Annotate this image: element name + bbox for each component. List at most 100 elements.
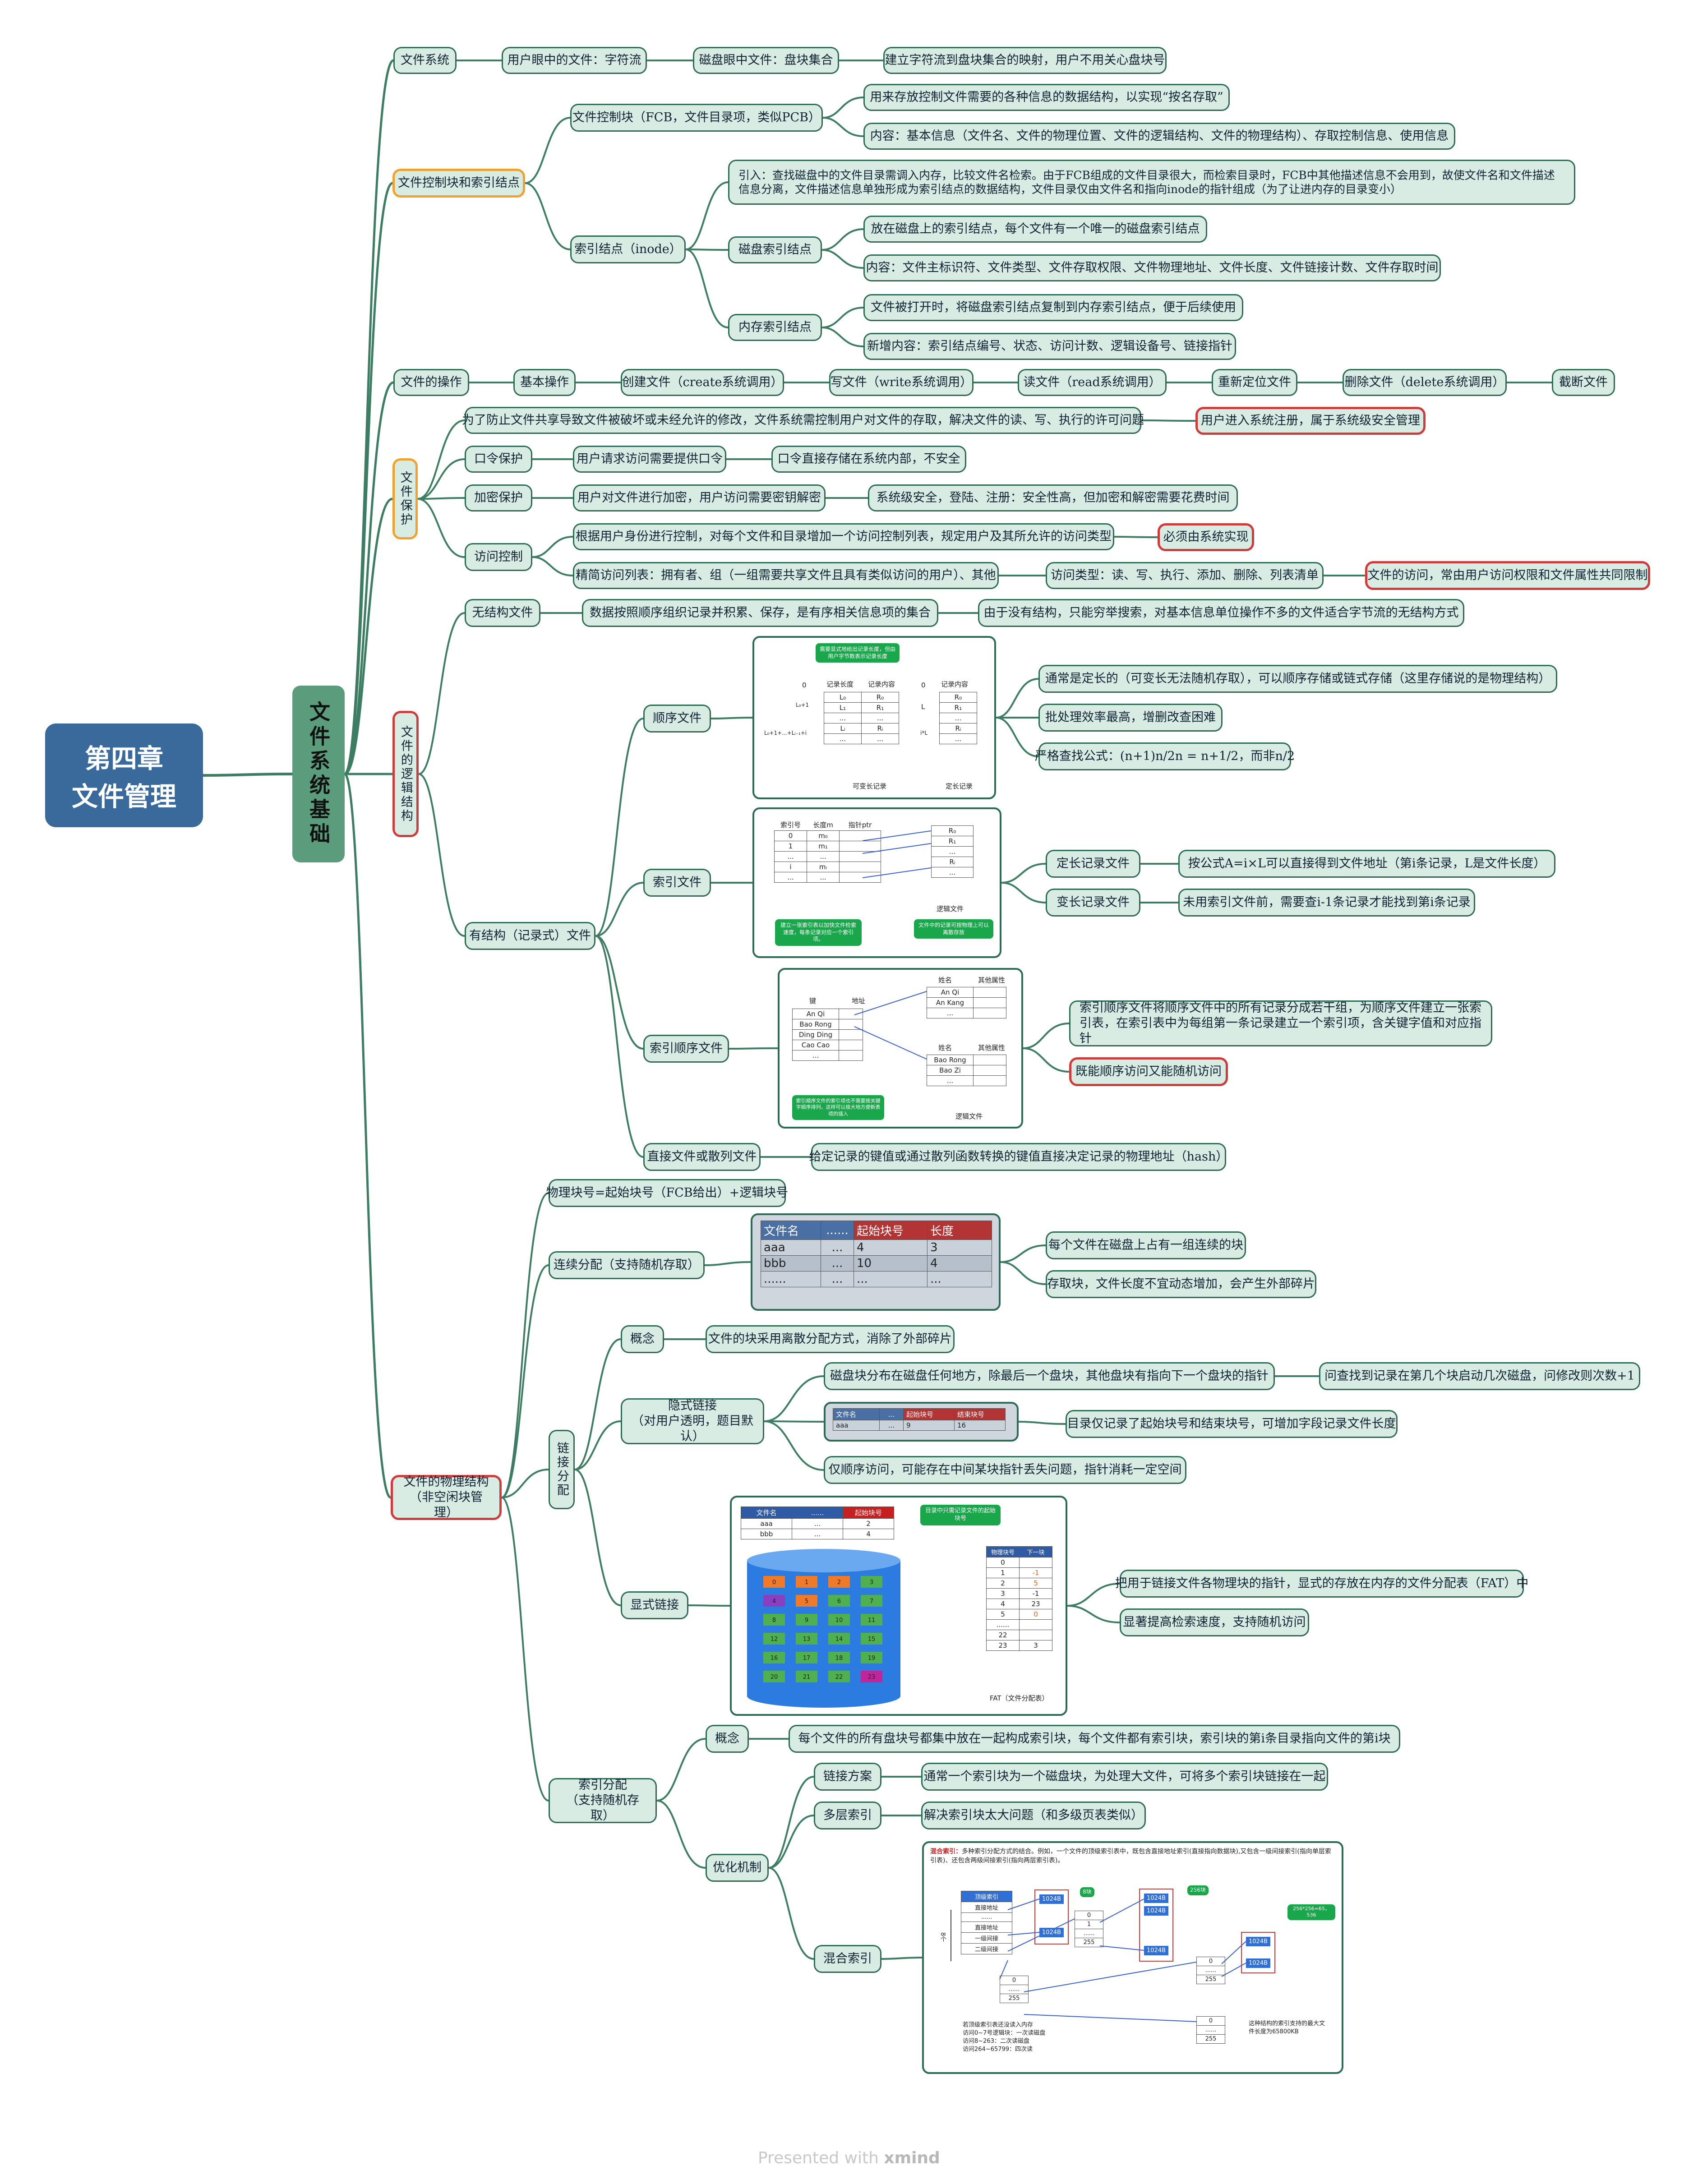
node-idx-var[interactable]: 变长记录文件 [1046,889,1140,917]
node-ops-basic[interactable]: 基本操作 [513,369,576,396]
node-hash-1[interactable]: 给定记录的键值或通过散列函数转换的键值直接决定记录的物理地址（hash） [809,1143,1228,1171]
node-impl-3[interactable]: 仅顺序访问，可能存在中间某块指针丢失问题，指针消耗一定空间 [824,1456,1186,1484]
connector [1001,863,1046,884]
node-prot-enc-1[interactable]: 用户对文件进行加密，用户访问需要密钥解密 [573,484,826,511]
node-link[interactable]: 链接分配 [549,1430,575,1509]
node-link-concept[interactable]: 概念 [621,1325,664,1353]
node-index[interactable]: 索引分配 （支持随机存取） [549,1778,657,1823]
node-idx-fixed-1[interactable]: 按公式A=i×L可以直接得到文件地址（第i条记录，L是文件长度） [1178,850,1555,878]
node-seq-3[interactable]: 严格查找公式：(n+1)n/2n = n+1/2，而非n/2 [1035,742,1295,770]
iseq-g1-1: An Kang [927,997,974,1008]
node-fcb-node[interactable]: 文件控制块（FCB，文件目录项，类似PCB） [570,104,823,132]
root-topic[interactable]: 第四章 文件管理 [45,723,203,827]
node-idx-fixed[interactable]: 定长记录文件 [1046,850,1140,878]
iseq-name: 姓名 [938,976,952,984]
node-seq-2[interactable]: 批处理效率最高，增删改查困难 [1038,704,1223,732]
node-user-view[interactable]: 用户眼中的文件：字符流 [502,47,647,74]
node-contig[interactable]: 连续分配（支持随机存取） [549,1251,705,1279]
node-contig-2[interactable]: 存取块，文件长度不宜动态增加，会产生外部碎片 [1046,1270,1316,1298]
node-ops-truncate[interactable]: 截断文件 [1552,369,1615,396]
node-expl-1[interactable]: 把用于链接文件各物理块的指针，显式的存放在内存的文件分配表（FAT）中 [1115,1570,1528,1598]
node-fs[interactable]: 文件系统 [393,47,457,74]
node-prot-intro-note[interactable]: 用户进入系统注册，属于系统级安全管理 [1195,407,1426,435]
node-idx-concept[interactable]: 概念 [706,1725,749,1753]
node-ops-reposition[interactable]: 重新定位文件 [1212,369,1297,396]
node-idx-var-1[interactable]: 未用索引文件前，需要查i-1条记录才能找到第i条记录 [1178,889,1475,917]
node-prot-intro[interactable]: 为了防止文件共享导致文件被破坏或未经允许的修改，文件系统需控制用户对文件的存取，… [462,407,1144,434]
node-phys[interactable]: 文件的物理结构（非空闲块管理） [391,1475,502,1520]
node-mixed[interactable]: 混合索引 [814,1945,881,1973]
node-inode[interactable]: 索引结点（inode） [570,235,686,263]
node-ops-read[interactable]: 读文件（read系统调用） [1018,369,1167,396]
idx-r-4: ... [931,867,974,878]
node-link-scheme[interactable]: 链接方案 [814,1763,881,1791]
node-inode-intro[interactable]: 引入：查找磁盘中的文件目录需调入内存，比较文件名检索。由于FCB组成的文件目录很… [728,160,1575,205]
fat-dir-table: 文件名 ...... 起始块号 aaa...2 bbb...4 [741,1507,894,1539]
connector [574,1469,621,1606]
node-idx[interactable]: 索引文件 [643,869,711,897]
node-ops-write[interactable]: 写文件（write系统调用） [829,369,974,396]
node-phys-block[interactable]: 物理块号=起始块号（FCB给出）+逻辑块号 [546,1179,788,1207]
node-unstructured[interactable]: 无结构文件 [465,599,540,627]
node-link-concept-1[interactable]: 文件的块采用离散分配方式，消除了外部碎片 [706,1325,955,1353]
node-prot-acl-type-note[interactable]: 文件的访问，常由用户访问权限和文件属性共同限制 [1365,561,1650,590]
fat-b-6: ...... [986,1619,1020,1630]
node-mem-inode[interactable]: 内存索引结点 [728,314,822,341]
node-prot-pwd[interactable]: 口令保护 [465,446,532,473]
node-multi-1[interactable]: 解决索引块太大问题（和多级页表类似） [921,1802,1146,1829]
iseq-g2-a0 [973,1055,1006,1065]
node-prot-acl[interactable]: 访问控制 [465,543,532,571]
node-disk-inode[interactable]: 磁盘索引结点 [728,236,822,263]
node-impl-1[interactable]: 磁盘块分布在磁盘任何地方，除最后一个盘块，其他盘块有指向下一个盘块的指针 [824,1362,1275,1390]
node-disk-inode-2[interactable]: 内容：文件主标识符、文件类型、文件存取权限、文件物理地址、文件长度、文件链接计数… [863,254,1441,281]
contig-c-0-0: aaa [761,1239,821,1256]
node-hash[interactable]: 直接文件或散列文件 [643,1143,761,1171]
node-prot-enc[interactable]: 加密保护 [465,484,532,511]
node-prot[interactable]: 文件保护 [392,458,418,539]
node-idx-concept-1[interactable]: 每个文件的所有盘块号都集中放在一起构成索引块，每个文件都有索引块，索引块的第i条… [789,1725,1400,1753]
node-prot-pwd-2[interactable]: 口令直接存储在系统内部，不安全 [771,446,966,473]
node-mem-inode-1[interactable]: 文件被打开时，将磁盘索引结点复制到内存索引结点，便于后续使用 [863,294,1243,321]
node-mapping[interactable]: 建立字符流到盘块集合的映射，用户不用关心盘块号 [883,47,1167,74]
disk-block [861,1633,882,1645]
node-idxseq-1[interactable]: 索引顺序文件将顺序文件中的所有记录分成若干组，为顺序文件建立一张索引表，在索引表… [1069,1000,1492,1046]
node-fcb-content[interactable]: 内容：基本信息（文件名、文件的物理位置、文件的逻辑结构、文件的物理结构）、存取控… [863,123,1455,150]
node-disk-inode-1[interactable]: 放在磁盘上的索引结点，每个文件有一个唯一的磁盘索引结点 [863,216,1207,243]
node-seq[interactable]: 顺序文件 [643,705,711,733]
node-opt[interactable]: 优化机制 [706,1854,769,1882]
node-ops-create[interactable]: 创建文件（create系统调用） [621,369,784,396]
node-prot-acl-1[interactable]: 根据用户身份进行控制，对每个文件和目录增加一个访问控制列表，规定用户及其所允许的… [573,523,1114,550]
node-impl-1-note[interactable]: 问查找到记录在第几个块启动几次磁盘，问修改则次数+1 [1319,1362,1640,1390]
node-multi[interactable]: 多层索引 [814,1802,881,1829]
connector [501,1192,549,1498]
node-seq-1[interactable]: 通常是定长的（可变长无法随机存取），可以顺序存储或链式存储（这里存储说的是物理结… [1038,665,1557,693]
node-unstructured-2[interactable]: 由于没有结构，只能穷举搜索，对基本信息单位操作不多的文件适合字节流的无结构方式 [978,599,1464,627]
node-ops-delete[interactable]: 删除文件（delete系统调用） [1343,369,1507,396]
seq-h-len: 记录长度 [826,680,854,688]
node-disk-view[interactable]: 磁盘眼中文件：盘块集合 [693,47,839,74]
node-explicit[interactable]: 显式链接 [621,1591,688,1619]
node-prot-enc-2[interactable]: 系统级安全，登陆、注册：安全性高，但加密和解密需要花费时间 [868,484,1238,511]
node-prot-acl-type[interactable]: 访问类型：读、写、执行、添加、删除、列表清单 [1046,562,1324,589]
node-logic[interactable]: 文件的逻辑结构 [392,711,419,837]
node-prot-pwd-1[interactable]: 用户请求访问需要提供口令 [573,446,726,473]
node-unstructured-1[interactable]: 数据按照顺序组织记录并积累、保存，是有序相关信息项的集合 [582,599,938,627]
node-contig-1[interactable]: 每个文件在磁盘上占有一组连续的块 [1046,1231,1246,1259]
node-mem-inode-2[interactable]: 新增内容：索引结点编号、状态、访问计数、逻辑设备号、链接指针 [863,333,1236,360]
node-fcb-def[interactable]: 用来存放控制文件需要的各种信息的数据结构，以实现“按名存取” [863,84,1230,111]
iseq-addr: 地址 [852,997,866,1005]
node-prot-acl-2[interactable]: 精简访问列表：拥有者、组（一组需要共享文件且具有类似访问的用户）、其他 [573,562,999,589]
node-structured[interactable]: 有结构（记录式）文件 [465,922,595,950]
node-impl-2[interactable]: 目录仅记录了起始块号和结束块号，可增加字段记录文件长度 [1066,1410,1398,1438]
node-expl-2[interactable]: 显著提高检索速度，支持随机访问 [1120,1608,1309,1636]
trunk-topic[interactable]: 文件系统基础 [292,686,345,862]
node-ops[interactable]: 文件的操作 [393,369,469,396]
node-fcb[interactable]: 文件控制块和索引结点 [392,169,525,198]
mix-diagram [951,1889,1275,2022]
node-idxseq-2[interactable]: 既能顺序访问又能随机访问 [1069,1057,1228,1086]
node-prot-acl-1-note[interactable]: 必须由系统实现 [1158,523,1254,551]
node-implicit[interactable]: 隐式链接 （对用户透明，题目默认） [621,1398,764,1444]
node-link-scheme-1[interactable]: 通常一个索引块为一个磁盘块，为处理大文件，可将多个索引块链接在一起 [921,1763,1328,1791]
node-idxseq[interactable]: 索引顺序文件 [643,1035,729,1063]
